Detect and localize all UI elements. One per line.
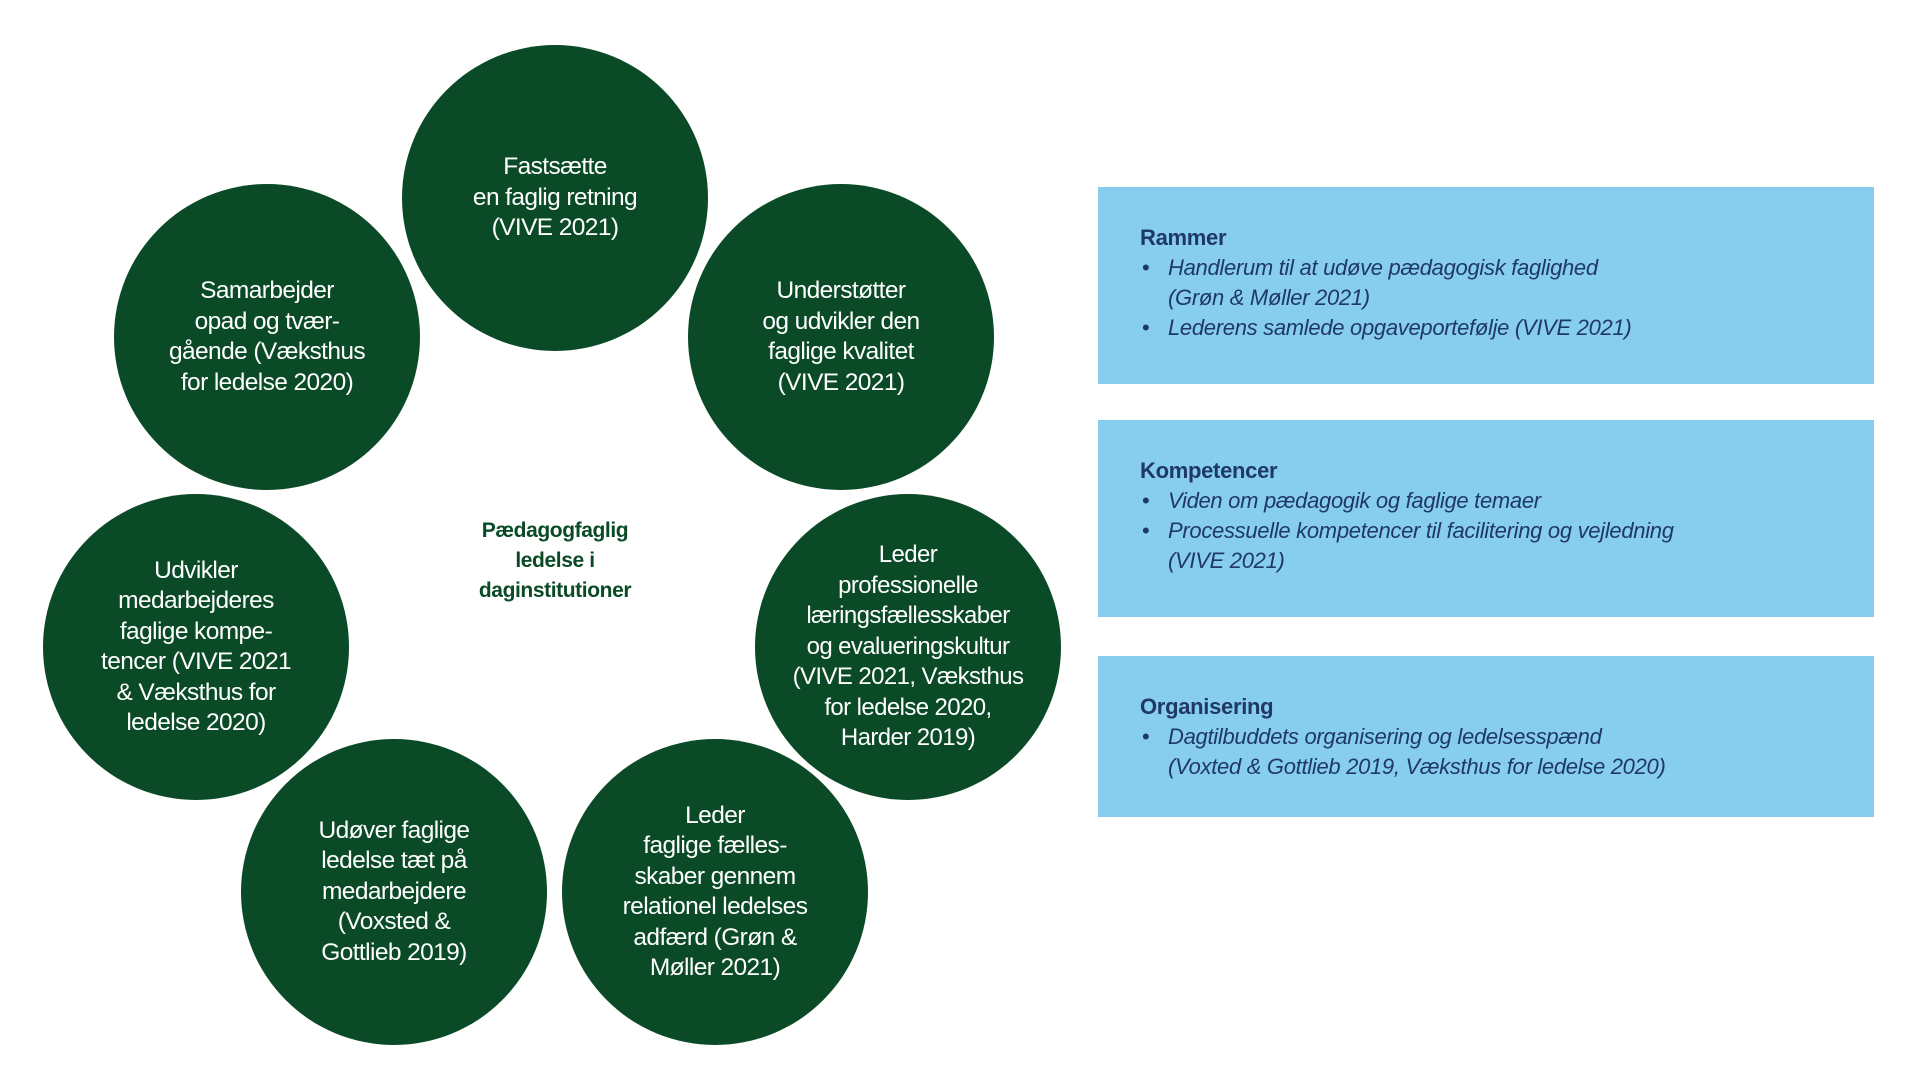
- list-item-text: Viden om pædagogik og faglige temaer: [1168, 488, 1541, 513]
- bullet-icon: •: [1142, 724, 1150, 749]
- bullet-icon: •: [1142, 488, 1150, 513]
- circle-understoetter: Understøtter og udvikler den faglige kva…: [688, 184, 994, 490]
- box-title: Kompetencer: [1140, 458, 1278, 483]
- circle-label: Leder faglige fælles- skaber gennem rela…: [622, 801, 808, 982]
- box-kompetencer: Kompetencer • Viden om pædagogik og fagli…: [1098, 420, 1874, 617]
- center-label: Pædagogfaglig ledelse i daginstitutioner: [478, 519, 632, 602]
- list-item-text: Dagtilbuddets organisering og ledelsessp…: [1168, 724, 1666, 779]
- list-item-text: Lederens samlede opgaveportefølje (VIVE …: [1168, 315, 1632, 340]
- bullet-list: • Handlerum til at udøve pædagogisk fagli…: [1140, 253, 1874, 343]
- box-title: Rammer: [1140, 225, 1227, 250]
- circle-label: Leder professionelle læringsfællesskaber…: [792, 541, 1024, 752]
- box-organisering: Organisering • Dagtilbuddets organisering…: [1098, 656, 1874, 817]
- bullet-list: • Viden om pædagogik og faglige temaer • P…: [1140, 486, 1874, 576]
- bullet-icon: •: [1142, 255, 1150, 280]
- circle-udvikler: Udvikler medarbejderes faglige kompe- te…: [43, 494, 349, 800]
- circle-label: Udøver faglige ledelse tæt på medarbejde…: [318, 816, 471, 966]
- list-item: • Processuelle kompetencer til faciliteri…: [1140, 516, 1874, 576]
- bullet-icon: •: [1142, 518, 1150, 543]
- circle-label: Fastsætte en faglig retning (VIVE 2021): [472, 153, 638, 242]
- circle-fastsaette: Fastsætte en faglig retning (VIVE 2021): [402, 45, 708, 351]
- box-rammer: Rammer • Handlerum til at udøve pædagogis…: [1098, 187, 1874, 384]
- circle-udoever: Udøver faglige ledelse tæt på medarbejde…: [241, 739, 547, 1045]
- list-item: • Lederens samlede opgaveportefølje (VIVE…: [1140, 313, 1874, 343]
- circle-label: Udvikler medarbejderes faglige kompe- te…: [101, 556, 292, 737]
- list-item: • Handlerum til at udøve pædagogisk fagli…: [1140, 253, 1874, 313]
- circle-leder-professionelle: Leder professionelle læringsfællesskaber…: [755, 494, 1061, 800]
- bullet-list: • Dagtilbuddets organisering og ledelsess…: [1140, 722, 1874, 782]
- list-item-text: Processuelle kompetencer til faciliterin…: [1168, 518, 1674, 573]
- bullet-icon: •: [1142, 315, 1150, 340]
- circle-label: Samarbejder opad og tvær- gående (Væksth…: [168, 277, 366, 396]
- circle-leder-faglige: Leder faglige fælles- skaber gennem rela…: [562, 739, 868, 1045]
- list-item: • Dagtilbuddets organisering og ledelsess…: [1140, 722, 1874, 782]
- box-title: Organisering: [1140, 694, 1274, 719]
- circle-samarbejder: Samarbejder opad og tvær- gående (Væksth…: [114, 184, 420, 490]
- list-item: • Viden om pædagogik og faglige temaer: [1140, 486, 1874, 516]
- circle-label: Understøtter og udvikler den faglige kva…: [762, 277, 920, 396]
- list-item-text: Handlerum til at udøve pædagogisk faglig…: [1168, 255, 1598, 310]
